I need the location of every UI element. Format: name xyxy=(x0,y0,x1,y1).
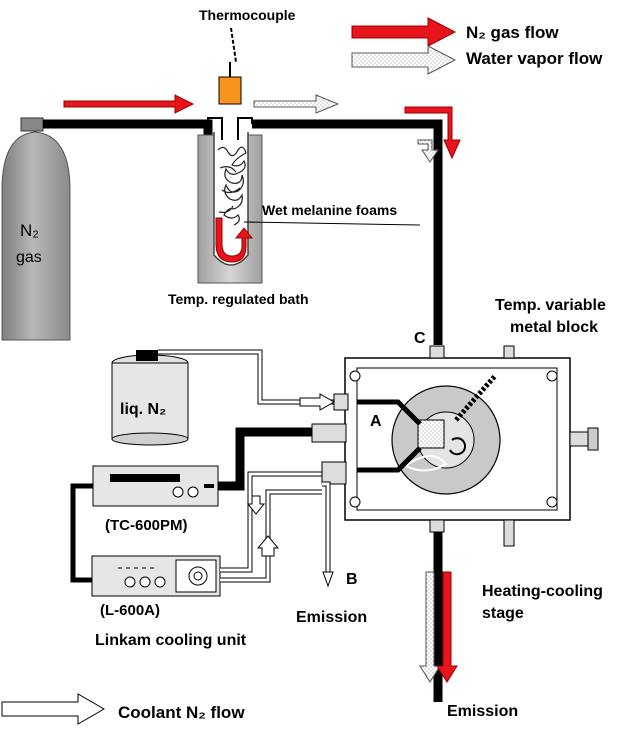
heating-cooling-stage xyxy=(344,345,599,547)
stage-label-line1: Heating-cooling xyxy=(482,583,603,600)
l600a-knob-1 xyxy=(124,576,136,588)
red-arrow-icon xyxy=(351,17,457,47)
cylinder-gas-label: gas xyxy=(16,249,42,266)
stage-label-line2: stage xyxy=(482,605,524,622)
l600a-knob-2 xyxy=(139,576,151,588)
bath-label: Temp. regulated bath xyxy=(168,291,309,307)
sample-hook xyxy=(449,437,467,456)
emission-bottom-label: Emission xyxy=(447,703,518,720)
dewar-cap xyxy=(136,350,158,361)
white-coolant-loop xyxy=(405,455,448,472)
legend-n2-label: N₂ gas flow xyxy=(466,23,559,42)
arrow-n2-down-right xyxy=(404,106,461,160)
temperature-bath xyxy=(197,132,421,284)
liq-n2-label: liq. N₂ xyxy=(120,401,166,418)
l600a-cooling-unit xyxy=(91,555,221,597)
n2-cylinder: N₂ gas xyxy=(1,117,71,341)
coolant-legend-label: Coolant N₂ flow xyxy=(118,703,245,722)
coolant-arrow-down-l600a xyxy=(246,495,266,515)
arrow-vapor-emission xyxy=(419,571,441,683)
stage-port-a xyxy=(333,393,349,411)
cable-tc600pm-to-stage xyxy=(218,427,312,491)
point-c-label: C xyxy=(414,330,426,347)
tc600pm-knob-1 xyxy=(172,486,184,498)
arrow-vapor-down-right xyxy=(417,139,439,163)
thermocouple-label: Thermocouple xyxy=(199,7,296,23)
metal-block-label-line1: Temp. variable xyxy=(495,297,606,314)
dewar-body xyxy=(111,362,189,440)
legend-water-vapor-flow: Water vapor flow xyxy=(351,45,603,75)
red-u-arrow xyxy=(215,217,254,263)
liquid-n2-dewar xyxy=(111,350,189,446)
stage-port-cable xyxy=(311,423,347,443)
point-b-label: B xyxy=(346,571,358,588)
l600a-panel xyxy=(175,559,217,593)
cylinder-n2-label: N₂ xyxy=(20,221,39,240)
tube-cylinder-to-bath xyxy=(43,119,213,140)
bath-tube-left xyxy=(207,117,223,140)
coolant-line-l600a-1-inner xyxy=(220,472,322,572)
coolant-line-dewar-inner xyxy=(158,350,334,404)
sample-window xyxy=(417,419,445,449)
stage-bolt-tl xyxy=(349,370,361,382)
point-a-label: A xyxy=(370,413,382,430)
coolant-line-l600a-2-inner xyxy=(220,490,322,582)
tc600pm-knob-2 xyxy=(187,486,199,498)
connector-bottom-2 xyxy=(503,519,515,547)
tc600pm-slot xyxy=(204,484,214,488)
legend-coolant-flow: Coolant N₂ flow xyxy=(1,693,245,725)
linkam-label: Linkam cooling unit xyxy=(95,632,247,649)
tube-emission-b-inner xyxy=(322,482,330,575)
metal-block-pointer xyxy=(454,374,497,422)
tc600pm-controller xyxy=(92,465,219,507)
thermocouple-wire xyxy=(230,27,237,63)
white-arrow-icon xyxy=(351,45,457,75)
tc600pm-body xyxy=(92,465,219,507)
melanine-foam xyxy=(217,146,247,226)
tc600pm-display xyxy=(110,474,180,482)
arrow-n2-to-bath xyxy=(63,94,195,114)
stage-bolt-br xyxy=(546,496,558,508)
cylinder-body xyxy=(1,131,71,341)
arrow-emission-b xyxy=(322,571,334,588)
coolant-legend-arrow-icon xyxy=(1,693,106,725)
thermocouple-cap xyxy=(218,76,242,105)
cylinder-valve xyxy=(20,117,44,132)
legend-water-vapor-label: Water vapor flow xyxy=(466,49,603,68)
arrow-n2-emission xyxy=(436,571,458,683)
connector-right xyxy=(569,431,589,447)
emission-b-label: Emission xyxy=(296,609,367,626)
metal-block-label-line2: metal block xyxy=(510,319,598,336)
foam-pointer xyxy=(243,221,421,226)
stage-tube-a-lower xyxy=(357,446,422,473)
stage-tube-a-upper xyxy=(357,399,422,426)
connector-top-2 xyxy=(503,345,515,359)
stage-bolt-bl xyxy=(349,496,361,508)
cable-tc-to-l600a xyxy=(70,483,93,583)
tube-bath-to-stage xyxy=(252,119,443,345)
l600a-label: (L-600A) xyxy=(100,602,160,619)
dewar-bottom xyxy=(111,432,189,446)
connector-bottom xyxy=(429,519,445,533)
connector-right-knob xyxy=(587,427,599,451)
l600a-knob-3 xyxy=(154,576,166,588)
tc600pm-label: (TC-600PM) xyxy=(105,517,188,534)
stage-bolt-tr xyxy=(546,370,558,382)
coolant-line-l600a-2 xyxy=(220,489,322,583)
wet-foams-label: Wet melanine foams xyxy=(262,202,397,218)
arrow-vapor-from-bath xyxy=(253,94,340,114)
stage-port-coolant xyxy=(321,461,347,485)
legend-n2-gas-flow: N₂ gas flow xyxy=(351,17,559,47)
connector-top xyxy=(429,345,445,359)
coolant-arrow-up-l600a xyxy=(256,535,280,557)
coolant-arrow-to-stage xyxy=(299,393,336,411)
l600a-dial-inner xyxy=(193,571,203,581)
